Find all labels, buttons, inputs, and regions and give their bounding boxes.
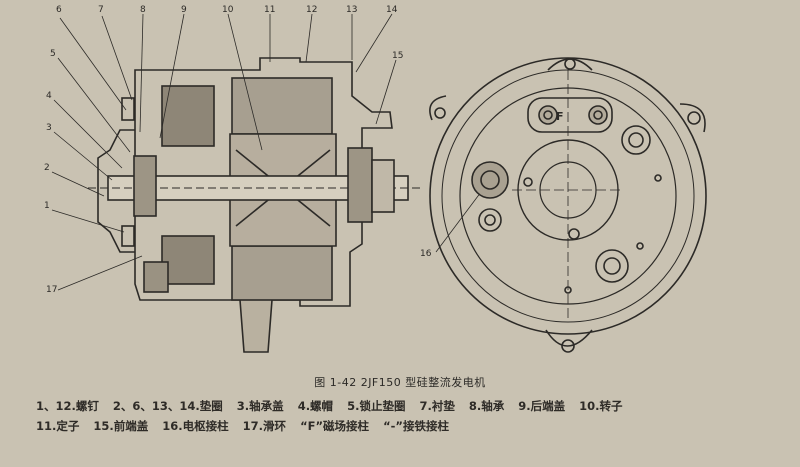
callout-15: 15 — [392, 51, 403, 61]
stud-left-lower-core — [484, 214, 496, 226]
slip-ring — [143, 261, 169, 293]
stud-right-lower-core — [603, 257, 621, 275]
front-bearing — [347, 147, 373, 223]
legend-item: 17.滑环 — [242, 419, 287, 433]
ground-terminal-core — [593, 110, 603, 120]
legend-item: 16.电枢接柱 — [162, 419, 229, 433]
legend-item: 11.定子 — [36, 419, 80, 433]
stator-lower — [231, 245, 333, 301]
legend-item: 1、12.螺钉 — [36, 399, 99, 413]
figure-caption: 图 1-42 2JF150 型硅整流发电机 — [314, 376, 486, 389]
front-boss — [371, 159, 395, 213]
legend-row-1: 1、12.螺钉 2、6、13、14.垫圈 3.轴承盖 4.螺帽 5.锁止垫圈 7… — [36, 396, 776, 416]
screw-2 — [568, 228, 580, 240]
ear-bottom-hole — [561, 339, 575, 353]
field-terminal-core — [543, 110, 553, 120]
armature-terminal — [471, 161, 509, 199]
ear-top-hole — [564, 58, 576, 70]
stud-right-lower — [595, 249, 629, 283]
legend-item: “-”接铁接柱 — [383, 419, 449, 433]
stud-right-upper — [621, 125, 651, 155]
legend-item: 8.轴承 — [468, 399, 505, 413]
callout-4: 4 — [46, 91, 52, 101]
bolt-top — [121, 97, 135, 121]
bolt-bottom — [121, 225, 135, 247]
rear-bearing — [133, 155, 157, 217]
screw-3 — [654, 174, 662, 182]
stator — [231, 77, 333, 135]
ear-right — [679, 103, 706, 133]
callout-12: 12 — [306, 5, 317, 15]
screw-1 — [523, 177, 533, 187]
callout-17: 17 — [46, 285, 57, 295]
screw-5 — [636, 242, 644, 250]
callout-13: 13 — [346, 5, 357, 15]
callout-1: 1 — [44, 201, 50, 211]
legend-item: 2、6、13、14.垫圈 — [112, 399, 223, 413]
callout-8: 8 — [140, 5, 146, 15]
legend-item: 10.转子 — [579, 399, 623, 413]
terminal-plate — [527, 97, 613, 133]
legend-item: “F”磁场接柱 — [300, 419, 370, 433]
legend-item: 15.前端盖 — [93, 419, 149, 433]
legend-item: 4.螺帽 — [297, 399, 334, 413]
armature-terminal-core — [480, 170, 500, 190]
callout-numbers: 6 7 8 9 10 11 12 13 14 15 5 4 3 2 1 17 1… — [44, 5, 432, 295]
legend-item: 9.后端盖 — [518, 399, 566, 413]
callout-6: 6 — [56, 5, 62, 15]
ear-left-hole — [434, 107, 446, 119]
callout-7: 7 — [98, 5, 104, 15]
outer-rim — [429, 57, 707, 335]
callout-9: 9 — [181, 5, 187, 15]
rear-end-cap — [97, 129, 135, 253]
mounting-foot — [239, 299, 273, 353]
legend-item: 7.衬垫 — [419, 399, 455, 413]
leader-lines — [51, 13, 491, 291]
field-coil — [161, 85, 215, 147]
field-coil-lower — [161, 235, 215, 285]
f-terminal-label: F — [556, 110, 564, 123]
screw-4 — [564, 286, 572, 294]
sectional-view — [88, 57, 420, 353]
callout-3: 3 — [46, 123, 52, 133]
callout-16: 16 — [420, 249, 432, 259]
stud-left-lower — [478, 208, 502, 232]
end-view — [429, 57, 707, 353]
callout-5: 5 — [50, 49, 56, 59]
callout-14: 14 — [386, 5, 398, 15]
callout-10: 10 — [222, 5, 234, 15]
legend-row-2: 11.定子 15.前端盖 16.电枢接柱 17.滑环 “F”磁场接柱 “-”接铁… — [36, 416, 776, 436]
ground-terminal — [588, 105, 608, 125]
ear-right-hole — [687, 111, 701, 125]
legend-item: 5.锁止垫圈 — [347, 399, 406, 413]
field-terminal — [538, 105, 558, 125]
legend-item: 3.轴承盖 — [236, 399, 284, 413]
callout-11: 11 — [264, 5, 275, 15]
callout-2: 2 — [44, 163, 50, 173]
stud-right-upper-core — [628, 132, 644, 148]
parts-legend: 1、12.螺钉 2、6、13、14.垫圈 3.轴承盖 4.螺帽 5.锁止垫圈 7… — [36, 396, 776, 436]
